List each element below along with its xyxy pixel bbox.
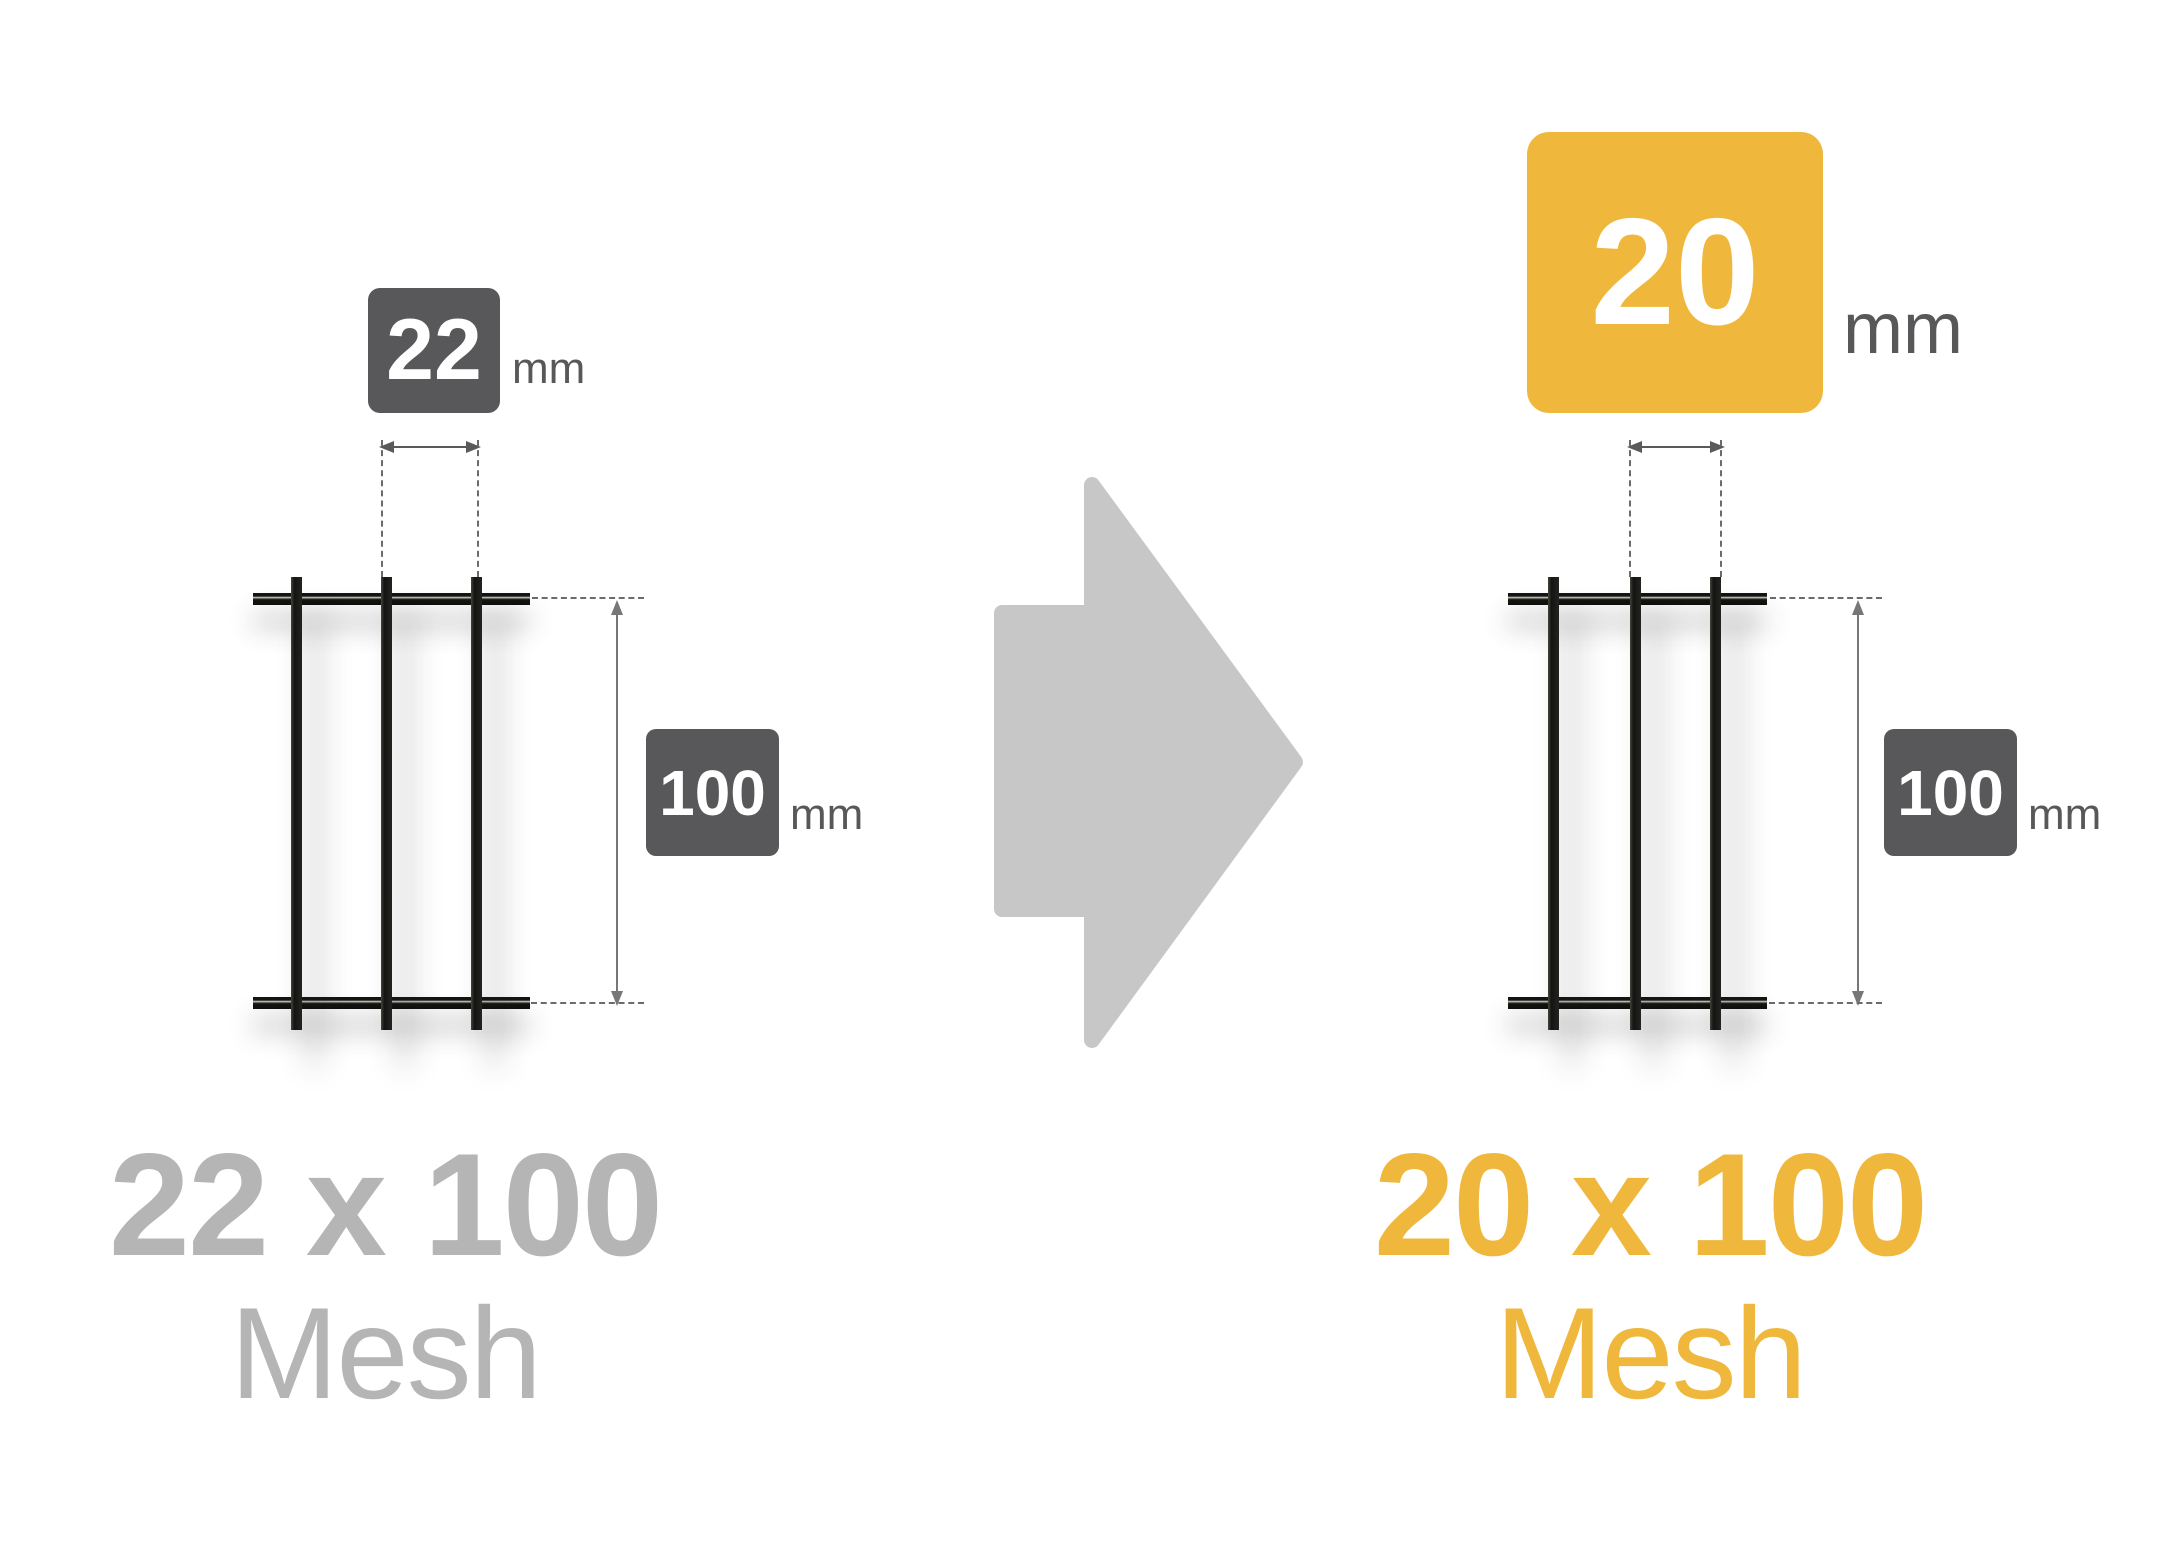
right-height-value: 100 — [1897, 756, 2004, 829]
right-gap-dash-line-2 — [1720, 440, 1722, 577]
right-caption-size: 20 x 100 — [1373, 1123, 1928, 1286]
right-height-dimension-arrow-icon — [1852, 600, 1864, 1006]
right-caption: 20 x 100 Mesh — [1350, 1123, 1950, 1426]
right-caption-mesh: Mesh — [1495, 1280, 1807, 1426]
right-aperture-unit: mm — [1843, 289, 1963, 369]
right-width-arrow-icon — [1627, 441, 1725, 453]
right-mesh-vertical-bar-3 — [1710, 577, 1721, 1030]
left-mesh-vertical-bar-2 — [381, 577, 392, 1030]
right-height-connector-top — [1770, 597, 1882, 599]
right-height-unit: mm — [2028, 790, 2102, 839]
left-aperture-value: 22 — [386, 302, 482, 398]
left-width-arrow-icon — [379, 441, 481, 453]
left-height-connector-bottom — [531, 1002, 644, 1004]
left-aperture-unit: mm — [512, 344, 586, 393]
left-height-badge: 100 — [646, 729, 779, 856]
left-aperture-badge: 22 — [368, 288, 500, 413]
left-height-value: 100 — [659, 756, 766, 829]
left-height-unit: mm — [790, 790, 864, 839]
left-gap-dash-line-1 — [381, 440, 383, 577]
left-caption-mesh: Mesh — [230, 1280, 542, 1426]
right-gap-dash-line-1 — [1629, 440, 1631, 577]
left-mesh-vertical-bar-1 — [291, 577, 302, 1030]
right-height-badge: 100 — [1884, 729, 2017, 856]
left-gap-dash-line-2 — [477, 440, 479, 577]
left-height-connector-top — [532, 597, 644, 599]
left-height-dimension-arrow-icon — [611, 600, 623, 1006]
left-caption: 22 x 100 Mesh — [85, 1123, 685, 1426]
right-mesh-vertical-bar-2 — [1630, 577, 1641, 1030]
right-aperture-value: 20 — [1590, 187, 1760, 357]
transition-arrow-icon — [994, 477, 1303, 1048]
right-aperture-badge: 20 — [1527, 132, 1823, 413]
left-caption-size: 22 x 100 — [108, 1123, 663, 1286]
left-mesh-vertical-bar-3 — [471, 577, 482, 1030]
right-mesh-vertical-bar-1 — [1548, 577, 1559, 1030]
right-height-connector-bottom — [1769, 1002, 1882, 1004]
